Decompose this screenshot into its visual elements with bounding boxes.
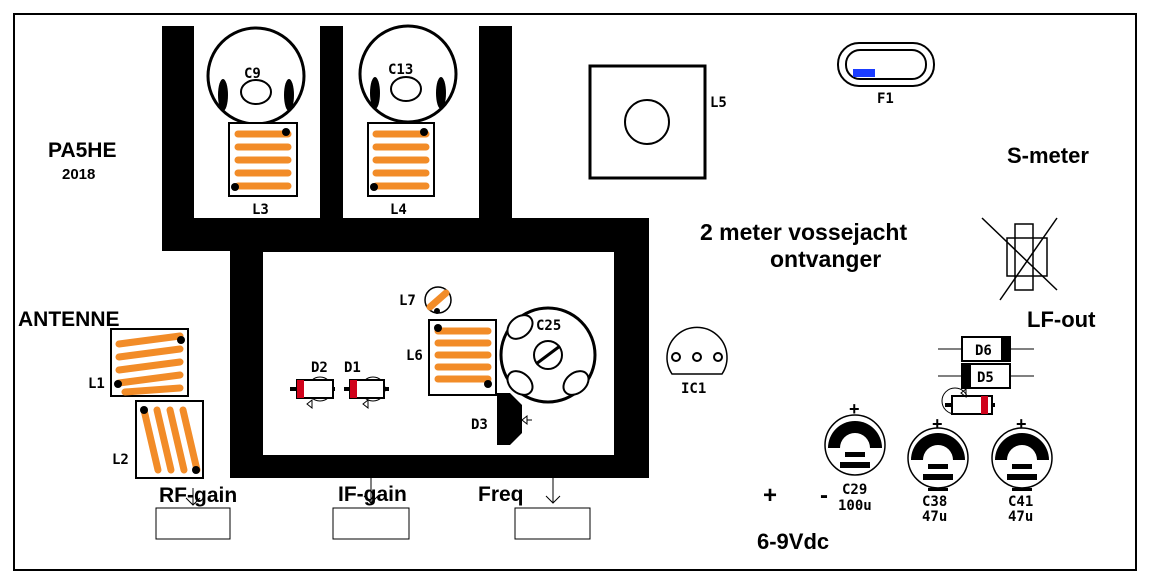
- c29-label: C29: [842, 482, 867, 498]
- d2-label: D2: [311, 360, 328, 376]
- coil-l7: L7: [399, 286, 452, 314]
- diode-d6: D6: [938, 336, 1034, 362]
- l4-label: L4: [390, 202, 407, 218]
- rfgain-label: RF-gain: [159, 484, 237, 507]
- diode-d3: D3: [471, 393, 532, 445]
- ground-plane: [162, 26, 649, 478]
- electrolytic-c38: + C38 47u: [907, 414, 969, 525]
- l5-label: L5: [710, 95, 727, 111]
- svg-text:+: +: [932, 414, 943, 434]
- board-outline: [13, 13, 1137, 571]
- c13-label: C13: [388, 62, 413, 78]
- diode-d1: D1: [344, 360, 389, 410]
- l7-label: L7: [399, 293, 416, 309]
- diode-small: [941, 387, 995, 415]
- c41-label: C41: [1008, 494, 1033, 510]
- jack-symbol: [981, 217, 1058, 301]
- electrolytic-c41: + C41 47u: [991, 414, 1053, 525]
- fuse-f1: F1: [837, 42, 935, 107]
- l6-label: L6: [406, 348, 423, 364]
- year-label: 2018: [62, 166, 95, 183]
- smeter-label: S-meter: [1007, 143, 1089, 168]
- svg-text:+: +: [849, 399, 860, 419]
- d1-label: D1: [344, 360, 361, 376]
- d6-label: D6: [975, 343, 992, 359]
- ic1: IC1: [666, 326, 728, 397]
- d5-label: D5: [977, 370, 994, 386]
- c9-label: C9: [244, 66, 261, 82]
- coil-l3: L3: [228, 122, 298, 218]
- freq-label: Freq: [478, 483, 524, 506]
- coil-l6: L6: [406, 319, 497, 396]
- c38-value: 47u: [922, 509, 947, 525]
- electrolytic-c29: + C29 100u: [824, 399, 886, 514]
- inductor-l5: L5: [588, 64, 727, 180]
- supply-label: 6-9Vdc: [757, 529, 829, 554]
- title-line2: ontvanger: [770, 246, 881, 272]
- coil-l1: L1: [88, 328, 189, 397]
- trimmer-c13: C13: [358, 24, 458, 124]
- trimmer-c9: C9: [206, 26, 306, 126]
- diode-d5: D5: [938, 363, 1034, 389]
- f1-label: F1: [877, 91, 894, 107]
- title-line1: 2 meter vossejacht: [700, 219, 907, 245]
- trimmer-c25: C25: [499, 306, 597, 404]
- ifgain-label: IF-gain: [338, 483, 407, 506]
- pot-freq: Freq: [478, 478, 591, 540]
- antenne-label: ANTENNE: [18, 308, 120, 331]
- author-label: PA5HE: [48, 139, 116, 162]
- l3-label: L3: [252, 202, 269, 218]
- c25-label: C25: [536, 318, 561, 334]
- d3-label: D3: [471, 417, 488, 433]
- minus-label: -: [820, 482, 828, 509]
- plus-label: +: [763, 482, 777, 509]
- ic1-label: IC1: [681, 381, 706, 397]
- l1-label: L1: [88, 376, 105, 392]
- svg-text:+: +: [1016, 414, 1027, 434]
- c29-value: 100u: [838, 498, 872, 514]
- c41-value: 47u: [1008, 509, 1033, 525]
- pot-rfgain: RF-gain: [155, 484, 237, 540]
- lfout-label: LF-out: [1027, 307, 1096, 332]
- diode-d2: D2: [290, 360, 335, 410]
- coil-l2: L2: [112, 400, 204, 479]
- l2-label: L2: [112, 452, 129, 468]
- pot-ifgain: IF-gain: [332, 478, 410, 540]
- coil-l4: L4: [367, 122, 435, 218]
- c38-label: C38: [922, 494, 947, 510]
